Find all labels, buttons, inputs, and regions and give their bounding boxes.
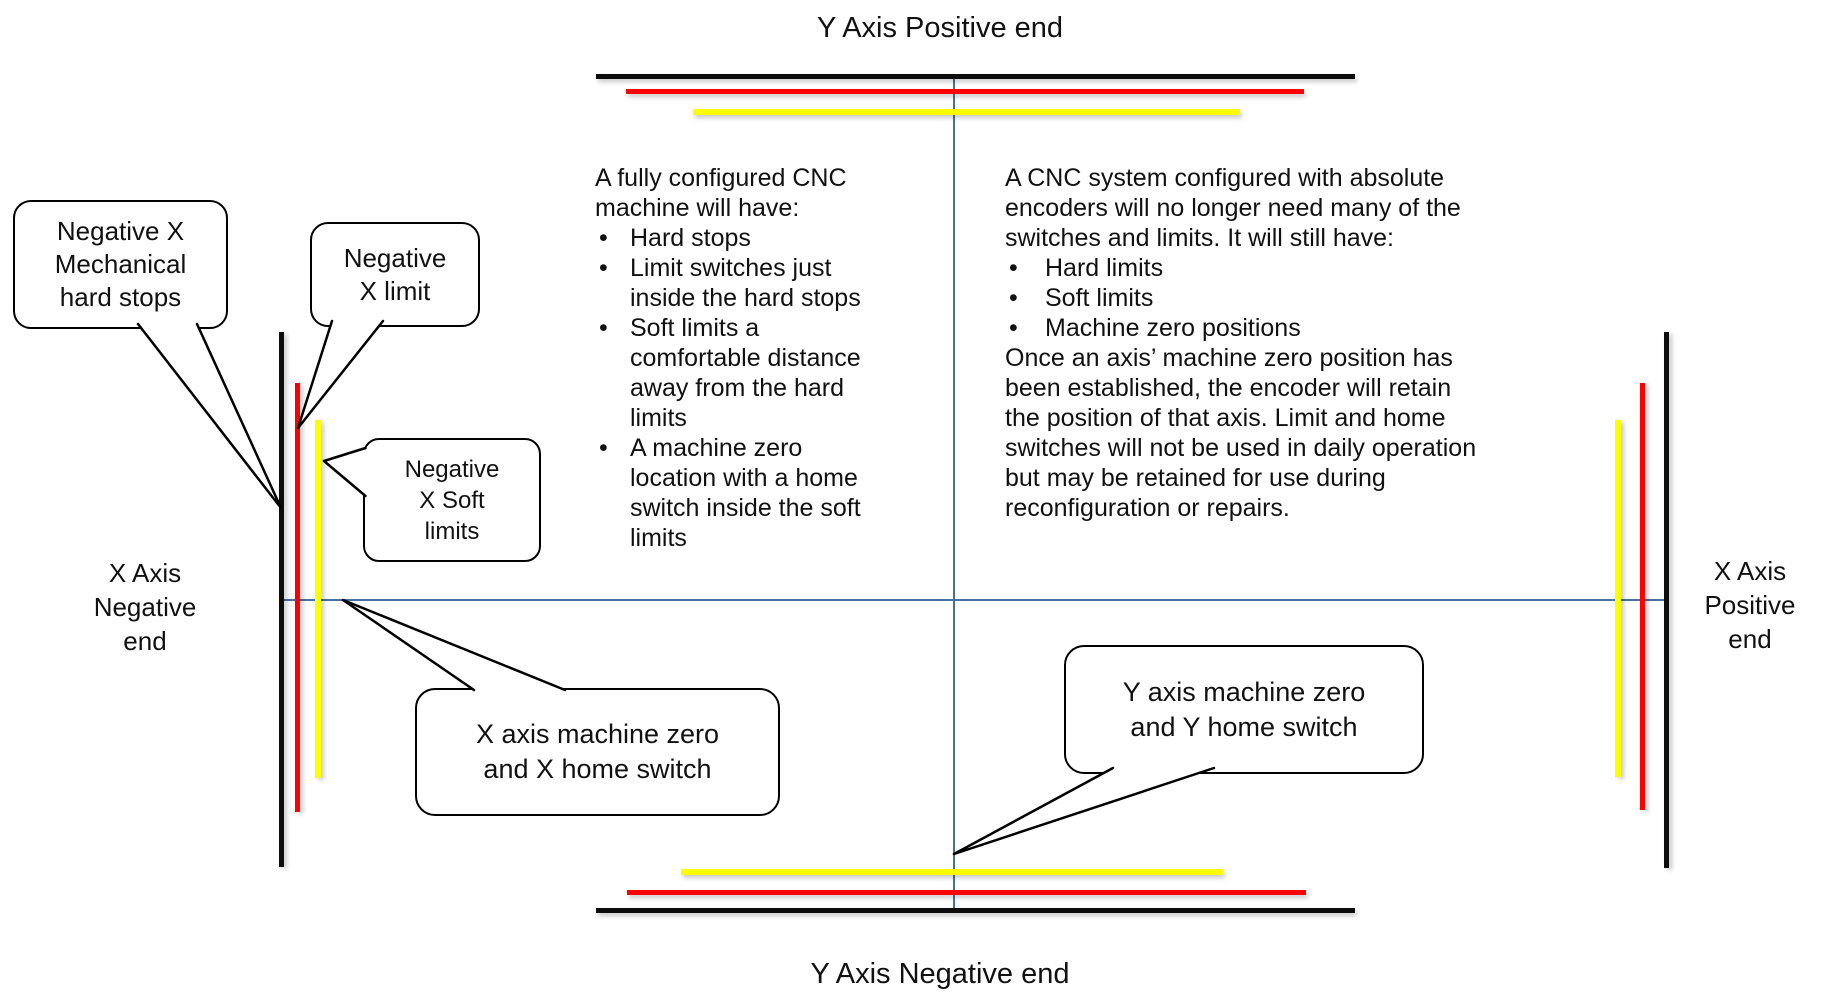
x-axis-negative-end-label: X Axis Negative end <box>93 558 197 656</box>
configured-cnc-bullet-list: Hard stops Limit switches just inside th… <box>595 223 1005 553</box>
top-limit-switch-line <box>626 89 1304 94</box>
callout-y-machine-zero-home-switch: Y axis machine zero and Y home switch <box>1064 645 1424 774</box>
tail-negative-x-limit <box>296 319 385 430</box>
bottom-hard-stop-line <box>596 908 1355 913</box>
bullet-soft-limits: Soft limits <box>1005 283 1545 313</box>
absolute-encoder-bullet-list: Hard limits Soft limits Machine zero pos… <box>1005 253 1545 343</box>
right-limit-switch-line <box>1640 383 1645 810</box>
bottom-limit-switch-line <box>627 890 1306 895</box>
tail-negative-x-soft-limits <box>322 446 367 498</box>
bullet-machine-zero: A machine zero location with a home swit… <box>595 433 1005 553</box>
bullet-limit-switches: Limit switches just inside the hard stop… <box>595 253 1005 313</box>
right-hard-stop-line <box>1664 332 1669 868</box>
y-axis-positive-end-label: Y Axis Positive end <box>816 12 1064 44</box>
x-axis-line <box>282 599 1666 601</box>
x-axis-positive-end-label: X Axis Positive end <box>1704 556 1796 654</box>
bullet-hard-stops: Hard stops <box>595 223 1005 253</box>
tail-y-machine-zero <box>952 766 1216 856</box>
top-soft-limit-line <box>693 109 1240 115</box>
callout-negative-x-mechanical-hard-stops: Negative X Mechanical hard stops <box>13 200 228 329</box>
y-axis-negative-end-label: Y Axis Negative end <box>810 958 1070 990</box>
tail-negative-x-hard-stops <box>136 322 283 510</box>
top-hard-stop-line <box>596 74 1355 79</box>
bullet-hard-limits: Hard limits <box>1005 253 1545 283</box>
left-soft-limit-line <box>315 420 321 778</box>
tail-x-machine-zero <box>341 598 567 692</box>
callout-x-machine-zero-home-switch: X axis machine zero and X home switch <box>415 688 780 816</box>
absolute-encoder-outro: Once an axis’ machine zero position has … <box>1005 344 1477 522</box>
callout-negative-x-soft-limits: Negative X Soft limits <box>363 438 541 562</box>
absolute-encoder-text-block: A CNC system configured with absolute en… <box>1005 163 1545 523</box>
bullet-soft-limits: Soft limits a comfortable distance away … <box>595 313 1005 433</box>
bottom-soft-limit-line <box>681 869 1223 875</box>
right-soft-limit-line <box>1615 420 1621 777</box>
absolute-encoder-intro: A CNC system configured with absolute en… <box>1005 164 1461 252</box>
bullet-machine-zero-positions: Machine zero positions <box>1005 313 1545 343</box>
y-axis-line <box>953 78 955 910</box>
left-hard-stop-line <box>279 332 284 867</box>
configured-cnc-text-block: A fully configured CNC machine will have… <box>595 163 1005 553</box>
configured-cnc-intro: A fully configured CNC machine will have… <box>595 164 847 222</box>
left-limit-switch-line <box>295 383 300 812</box>
callout-negative-x-limit: Negative X limit <box>310 222 480 327</box>
